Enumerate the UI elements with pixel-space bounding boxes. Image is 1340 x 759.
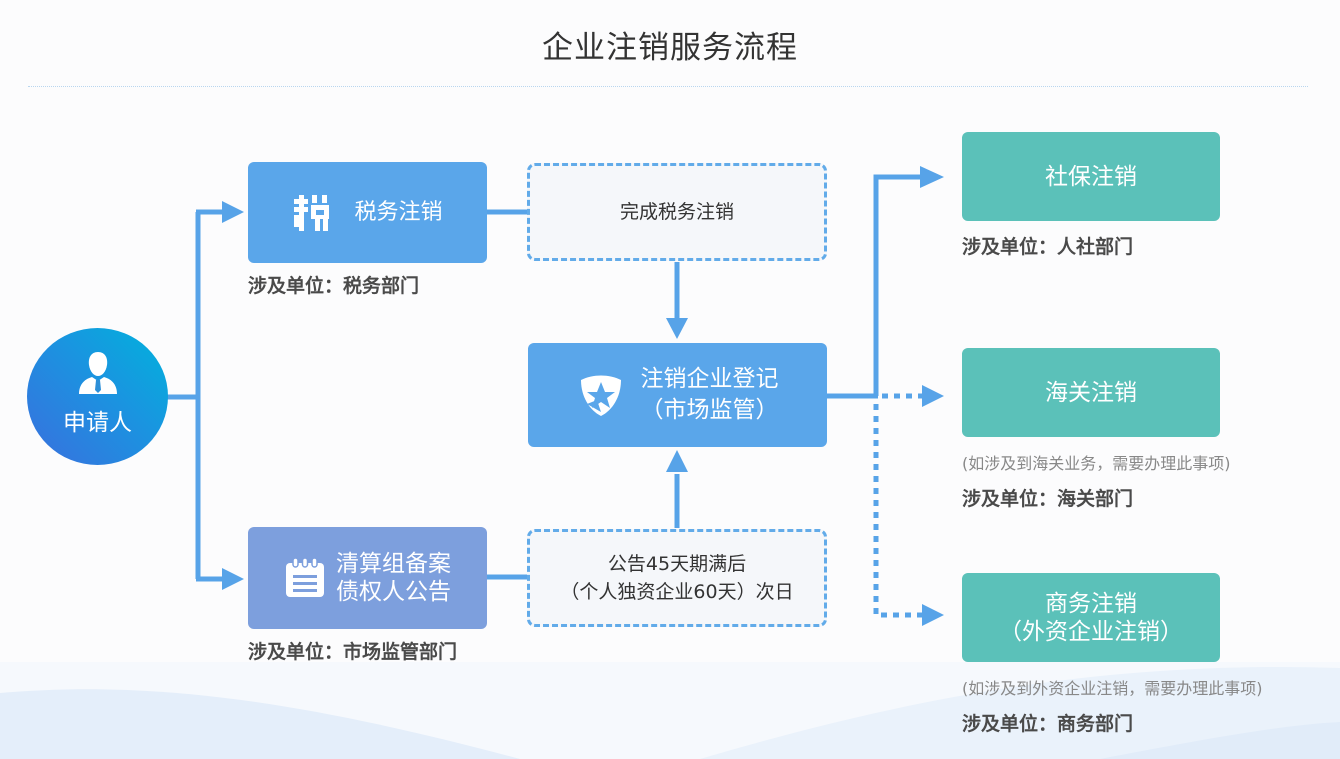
tax-complete-step: 完成税务注销 [527,163,827,261]
applicant-label: 申请人 [63,410,132,436]
commerce-note: (如涉及到外资企业注销，需要办理此事项) [962,679,1263,698]
social-label: 社保注销 [1045,163,1137,190]
tax-step-text: 完成税务注销 [619,201,734,223]
commerce-label: 商务注销 （外资企业注销） [999,590,1183,646]
liquidation-dept: 涉及单位：市场监管部门 [248,641,458,663]
liquidation-node[interactable]: 清算组备案 债权人公告 [248,527,487,629]
notice-step-line2: （个人独资企业60天）次日 [560,581,794,603]
arrow-to-commerce [922,604,944,626]
applicant-node[interactable]: 申请人 [27,328,168,465]
liquidation-line2: 债权人公告 [336,579,451,605]
liquidation-label: 清算组备案 债权人公告 [336,550,451,606]
liquidation-line1: 清算组备案 [336,551,451,577]
commerce-dotted-line [873,404,922,618]
customs-label: 海关注销 [1045,379,1137,406]
notice-period-step: 公告45天期满后 （个人独资企业60天）次日 [527,529,827,627]
customs-note: (如涉及到海关业务，需要办理此事项) [962,454,1231,473]
commerce-dept: 涉及单位：商务部门 [962,713,1134,735]
shield-icon [580,375,621,416]
register-cancellation-node[interactable]: 注销企业登记 （市场监管） [528,343,827,447]
tax-label: 税务注销 [354,199,443,225]
register-label: 注销企业登记 （市场监管） [641,364,779,426]
tax-cancellation-node[interactable]: 税务注销 [248,162,487,263]
title-divider [28,86,1308,87]
arrow-down-register [666,318,688,339]
tax-icon [294,194,330,231]
commerce-line1: 商务注销 [1045,590,1137,617]
person-icon [79,352,117,394]
social-branch-line [873,174,920,396]
commerce-node[interactable]: 商务注销 （外资企业注销） [962,573,1220,662]
arrow-to-liquidation [222,568,244,590]
social-security-node[interactable]: 社保注销 [962,132,1220,221]
arrow-to-tax [222,201,244,223]
customs-node[interactable]: 海关注销 [962,348,1220,437]
arrow-to-customs [922,385,944,407]
commerce-line2: （外资企业注销） [999,618,1183,645]
tax-dept: 涉及单位：税务部门 [248,275,420,297]
register-line2: （市场监管） [640,397,779,423]
register-line1: 注销企业登记 [640,366,779,392]
notepad-icon [286,557,324,597]
page-title: 企业注销服务流程 [542,30,798,66]
arrow-up-register [666,450,688,472]
arrow-to-social [920,166,944,188]
social-dept: 涉及单位：人社部门 [962,236,1134,258]
customs-dept: 涉及单位：海关部门 [962,488,1134,510]
notice-step-line1: 公告45天期满后 [607,553,747,575]
